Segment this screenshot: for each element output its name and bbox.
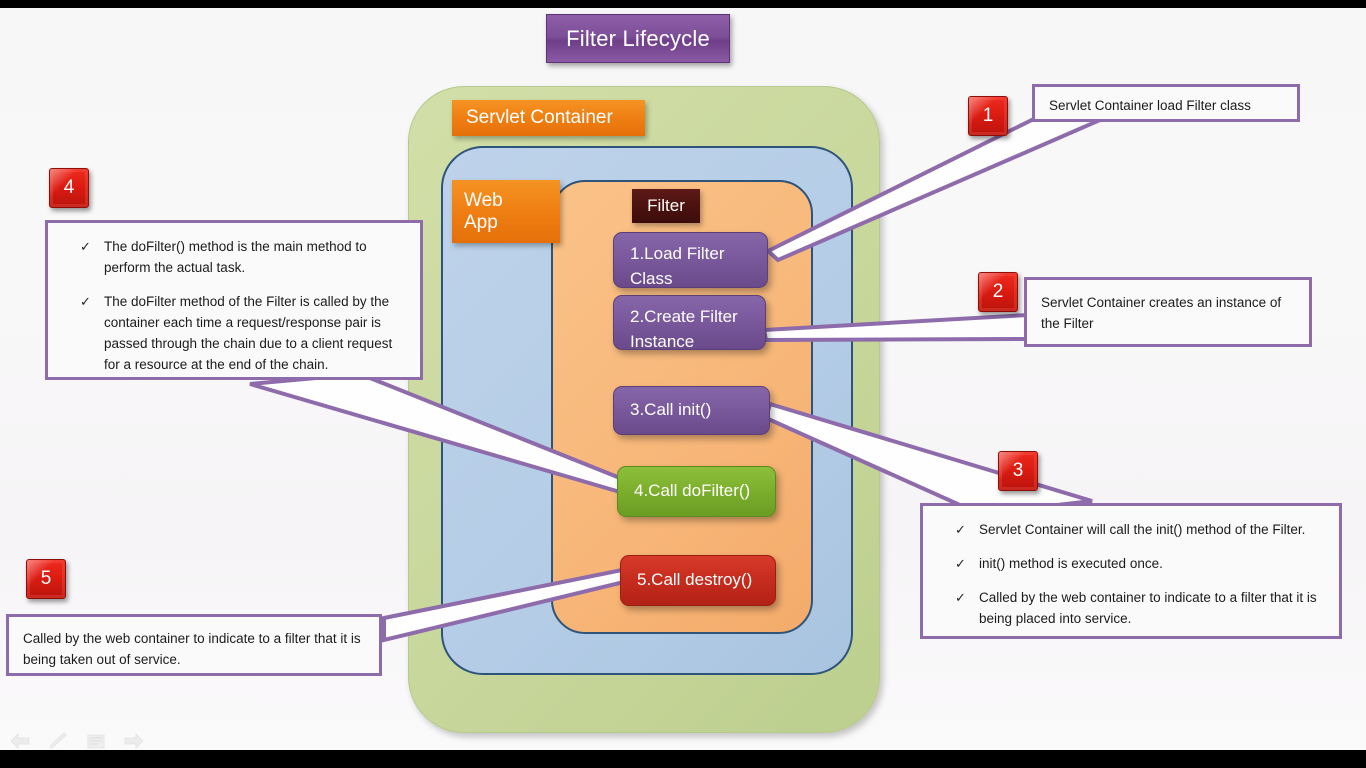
callout-box-2: Servlet Container creates an instance of… <box>1024 277 1312 347</box>
callout-3-bullet-1: Servlet Container will call the init() m… <box>979 522 1306 537</box>
step-call-dofilter[interactable]: 4.Call doFilter() <box>617 466 776 517</box>
presentation-slide: Filter Lifecycle Servlet Container Web A… <box>0 8 1366 750</box>
callout-badge-2: 2 <box>978 272 1018 312</box>
right-arrow-icon[interactable] <box>122 731 146 750</box>
web-app-label-line2: App <box>464 211 498 233</box>
menu-icon[interactable] <box>84 731 108 750</box>
list-item: ✓ Called by the web container to indicat… <box>937 588 1325 630</box>
callout-2-text: Servlet Container creates an instance of… <box>1041 295 1282 331</box>
callout-1-text: Servlet Container load Filter class <box>1049 98 1251 113</box>
callout-badge-3: 3 <box>998 451 1038 491</box>
step-call-destroy[interactable]: 5.Call destroy() <box>620 555 776 606</box>
callout-badge-1: 1 <box>968 96 1008 136</box>
check-icon: ✓ <box>955 522 966 537</box>
check-icon: ✓ <box>955 589 966 605</box>
slideshow-toolbar[interactable] <box>8 728 144 750</box>
list-item: ✓ Servlet Container will call the init()… <box>937 520 1325 541</box>
callout-box-4: ✓ The doFilter() method is the main meth… <box>45 220 423 380</box>
page-title: Filter Lifecycle <box>546 14 730 63</box>
callout-3-bullet-3: Called by the web container to indicate … <box>979 589 1317 626</box>
pen-icon[interactable] <box>46 731 70 750</box>
left-arrow-icon[interactable] <box>8 731 32 750</box>
check-icon: ✓ <box>80 239 91 254</box>
filter-label: Filter <box>632 189 700 223</box>
check-icon: ✓ <box>80 293 91 309</box>
list-item: ✓ The doFilter() method is the main meth… <box>62 237 406 279</box>
callout-box-1: Servlet Container load Filter class <box>1032 84 1300 122</box>
callout-4-bullet-1: The doFilter() method is the main method… <box>104 239 367 275</box>
callout-box-5: Called by the web container to indicate … <box>6 614 382 676</box>
callout-box-3: ✓ Servlet Container will call the init()… <box>920 503 1342 639</box>
step-load-filter-class[interactable]: 1.Load Filter Class <box>613 232 768 288</box>
callout-badge-5: 5 <box>26 559 66 599</box>
callout-5-text: Called by the web container to indicate … <box>23 631 361 667</box>
web-app-label-line1: Web <box>464 190 503 212</box>
web-app-label: Web App <box>452 180 560 243</box>
step-call-init[interactable]: 3.Call init() <box>613 386 770 435</box>
list-item: ✓ The doFilter method of the Filter is c… <box>62 292 406 376</box>
list-item: ✓ init() method is executed once. <box>937 554 1325 575</box>
callout-4-bullet-2: The doFilter method of the Filter is cal… <box>104 293 393 372</box>
servlet-container-label: Servlet Container <box>452 100 645 136</box>
callout-badge-4: 4 <box>49 168 89 208</box>
callout-3-bullet-2: init() method is executed once. <box>979 555 1163 571</box>
check-icon: ✓ <box>955 555 966 571</box>
step-create-filter-instance[interactable]: 2.Create Filter Instance <box>613 295 766 351</box>
